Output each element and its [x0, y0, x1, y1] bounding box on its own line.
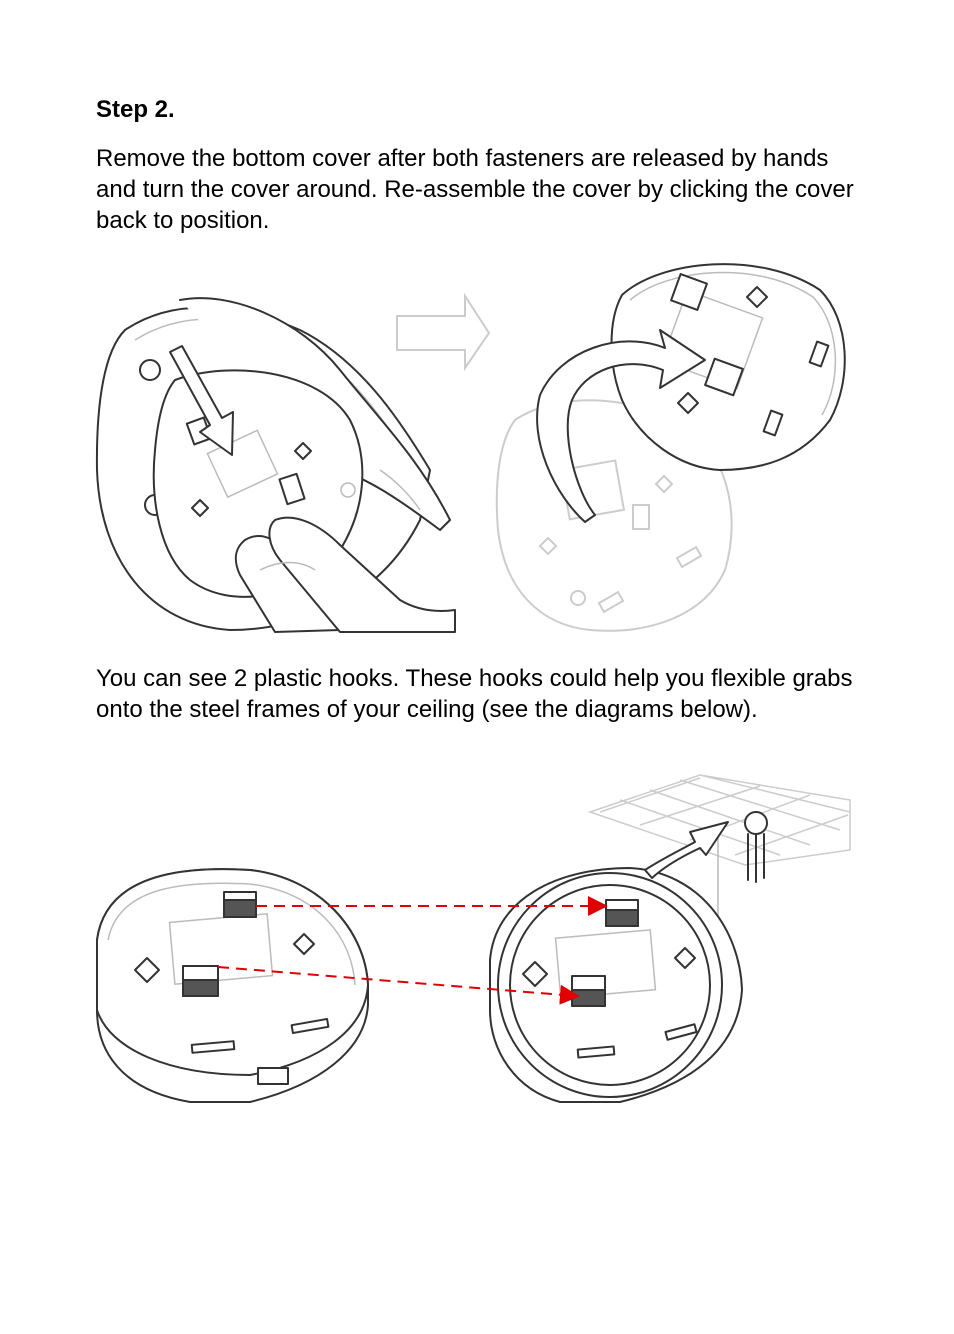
- outline-right-arrow-icon: [396, 292, 491, 372]
- step-heading: Step 2.: [96, 96, 175, 123]
- hooks-description: You can see 2 plastic hooks. These hooks…: [96, 665, 853, 723]
- hand-release-illustration: [95, 297, 456, 633]
- hooks-on-ceiling-illustration: [217, 774, 851, 1103]
- flipped-cover-illustration: [495, 263, 846, 632]
- cover-with-hooks-illustration: [96, 868, 369, 1103]
- step-instruction: Remove the bottom cover after both faste…: [96, 145, 854, 234]
